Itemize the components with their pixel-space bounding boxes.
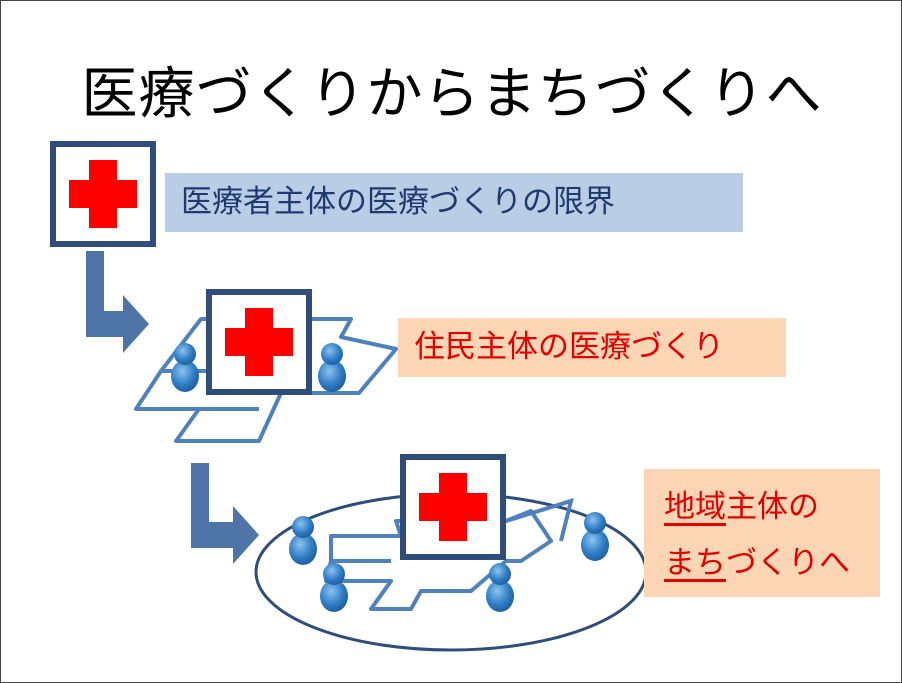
label-medical-staff-limit: 医療者主体の医療づくりの限界	[165, 173, 743, 232]
down-right-arrow-icon	[86, 251, 149, 353]
down-right-arrow-icon	[191, 463, 259, 564]
person-icon	[581, 512, 609, 561]
label-resident-driven-care: 住民主体の医療づくり	[398, 318, 786, 377]
person-icon	[289, 516, 317, 565]
label-text: 主体の	[726, 489, 819, 525]
street-map-icon	[134, 317, 398, 443]
label-text: づくりへ	[726, 545, 850, 581]
hospital-cross-icon	[53, 144, 153, 244]
person-icon	[320, 563, 348, 612]
label-line-1: 地域主体の	[664, 479, 880, 535]
hospital-cross-icon	[209, 292, 309, 392]
hospital-cross-icon	[403, 457, 503, 557]
person-icon	[318, 343, 346, 392]
label-community-town-building: 地域主体の まちづくりへ	[644, 469, 880, 597]
underlined-word: まち	[664, 545, 726, 581]
label-line-2: まちづくりへ	[664, 535, 880, 591]
person-icon	[171, 343, 199, 392]
slide-title: 医療づくりからまちづくりへ	[81, 62, 823, 127]
person-icon	[486, 563, 514, 612]
underlined-word: 地域	[664, 489, 726, 525]
